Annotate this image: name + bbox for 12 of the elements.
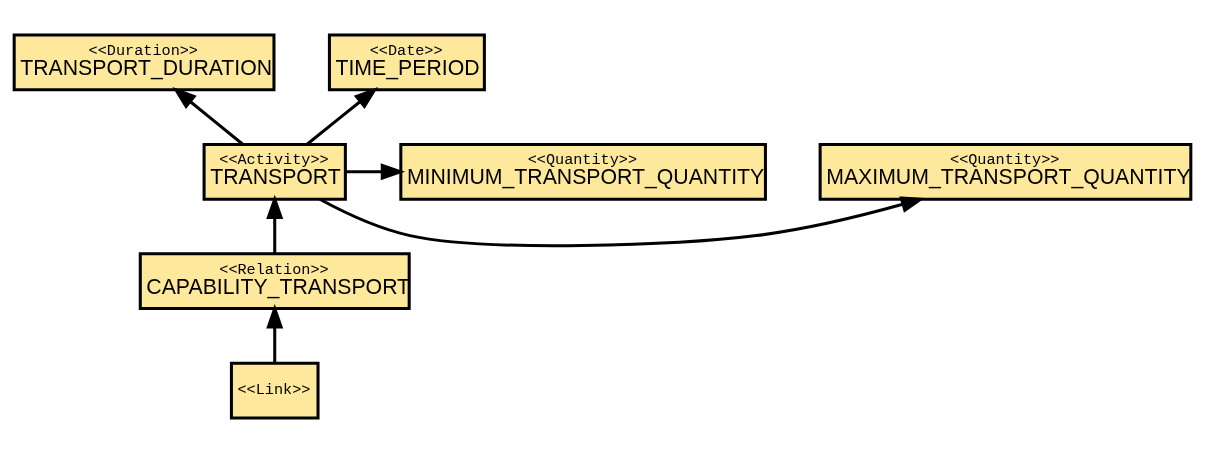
arrow <box>172 86 244 145</box>
arrow <box>306 86 379 145</box>
node-box: <<Relation>> CAPABILITY_TRANSPORT <box>138 251 411 310</box>
node-box: <<Link>> <box>229 361 320 419</box>
arrow <box>345 162 406 180</box>
node-box: <<Date>> TIME_PERIOD <box>327 33 486 91</box>
node-box: <<Duration>> TRANSPORT_DURATION <box>12 33 276 91</box>
node-box: <<Quantity>> MINIMUM_TRANSPORT_QUANTITY <box>399 142 767 201</box>
node-box: <<Activity>> TRANSPORT <box>202 142 347 201</box>
arrow <box>266 194 284 253</box>
arrow <box>266 303 284 363</box>
arrow <box>319 195 925 247</box>
